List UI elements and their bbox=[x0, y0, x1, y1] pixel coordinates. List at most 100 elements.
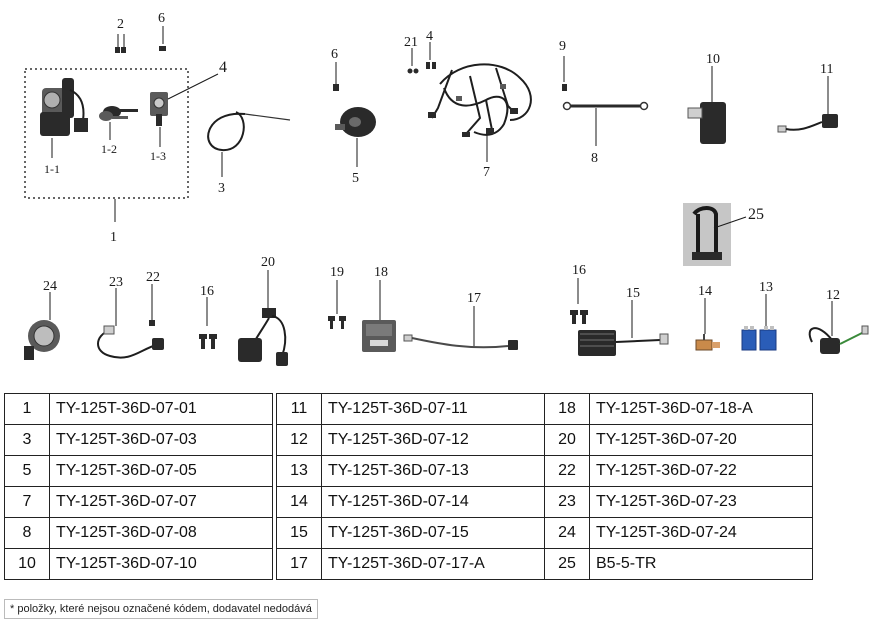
part-code: TY-125T-36D-07-20 bbox=[589, 424, 813, 456]
fuses-part bbox=[741, 326, 777, 351]
callout-1: 1 bbox=[110, 230, 117, 245]
callout-22: 22 bbox=[146, 270, 160, 285]
callout-13: 13 bbox=[759, 280, 773, 295]
callout-1-3: 1-3 bbox=[150, 149, 166, 163]
part-code: TY-125T-36D-07-23 bbox=[589, 486, 813, 518]
ignition-keys-part bbox=[99, 106, 138, 121]
temp-sensor-part bbox=[695, 334, 720, 351]
item-number: 3 bbox=[4, 424, 50, 456]
table-row: 3 TY-125T-36D-07-03 12 TY-125T-36D-07-12… bbox=[4, 424, 813, 456]
screw-item-6-right bbox=[333, 62, 339, 91]
item-number: 15 bbox=[276, 517, 322, 549]
table-row: 8 TY-125T-36D-07-08 15 TY-125T-36D-07-15… bbox=[4, 517, 813, 549]
item-number: 24 bbox=[544, 517, 590, 549]
callout-19: 19 bbox=[330, 265, 344, 280]
switch-part-12 bbox=[808, 325, 869, 354]
ground-strap-part bbox=[562, 101, 649, 111]
callout-15: 15 bbox=[626, 286, 640, 301]
screw-item-9 bbox=[562, 56, 567, 91]
callout-21: 21 bbox=[404, 35, 418, 50]
callout-9: 9 bbox=[559, 39, 566, 54]
part-code: TY-125T-36D-07-03 bbox=[49, 424, 273, 456]
seat-cable-part bbox=[207, 111, 291, 152]
callout-12: 12 bbox=[826, 288, 840, 303]
bolts-item-16-left bbox=[199, 297, 217, 349]
part-code: TY-125T-36D-07-24 bbox=[589, 517, 813, 549]
callout-10: 10 bbox=[706, 52, 720, 67]
ignition-switch-part bbox=[40, 78, 88, 136]
relay-part bbox=[687, 102, 726, 144]
seat-lock-part bbox=[150, 92, 168, 126]
callout-3: 3 bbox=[218, 181, 225, 196]
item-number: 14 bbox=[276, 486, 322, 518]
part-code: B5-5-TR bbox=[589, 548, 813, 580]
item-number: 8 bbox=[4, 517, 50, 549]
item-number: 18 bbox=[544, 393, 590, 425]
callout-16-right: 16 bbox=[572, 263, 586, 278]
part-code: TY-125T-36D-07-08 bbox=[49, 517, 273, 549]
callout-4-left: 4 bbox=[219, 59, 227, 76]
table-row: 10 TY-125T-36D-07-10 17 TY-125T-36D-07-1… bbox=[4, 548, 813, 580]
item-number: 25 bbox=[544, 548, 590, 580]
part-code: TY-125T-36D-07-13 bbox=[321, 455, 545, 487]
screw-item-6-left bbox=[159, 26, 166, 51]
exploded-parts-diagram: 1 1-1 1-2 1-3 2 3 4 4 5 6 6 7 8 9 10 11 … bbox=[24, 11, 869, 366]
item-number: 22 bbox=[544, 455, 590, 487]
part-25-photo bbox=[683, 203, 731, 266]
callout-14: 14 bbox=[698, 284, 712, 299]
callout-7: 7 bbox=[483, 165, 490, 180]
switch-part-24 bbox=[24, 320, 60, 360]
callout-4-right: 4 bbox=[426, 29, 433, 44]
part-code: TY-125T-36D-07-17-A bbox=[321, 548, 545, 580]
item-number: 11 bbox=[276, 393, 322, 425]
item-number: 23 bbox=[544, 486, 590, 518]
part-code: TY-125T-36D-07-05 bbox=[49, 455, 273, 487]
item-number: 20 bbox=[544, 424, 590, 456]
clips-item-21 bbox=[407, 48, 419, 74]
callout-6-left: 6 bbox=[158, 11, 165, 26]
supplier-footnote: * položky, které nejsou označené kódem, … bbox=[4, 599, 318, 619]
bolts-item-19 bbox=[328, 280, 346, 329]
item-number: 10 bbox=[4, 548, 50, 580]
callout-16-left: 16 bbox=[200, 284, 214, 299]
callout-24: 24 bbox=[43, 279, 57, 294]
part-code: TY-125T-36D-07-11 bbox=[321, 393, 545, 425]
part-code: TY-125T-36D-07-18-A bbox=[589, 393, 813, 425]
part-code: TY-125T-36D-07-10 bbox=[49, 548, 273, 580]
ignition-kit-frame bbox=[24, 68, 189, 199]
item-number: 13 bbox=[276, 455, 322, 487]
table-row: 1 TY-125T-36D-07-01 11 TY-125T-36D-07-11… bbox=[4, 393, 813, 425]
callout-1-1: 1-1 bbox=[44, 162, 60, 176]
ignition-coil-part bbox=[238, 270, 288, 366]
part-code: TY-125T-36D-07-14 bbox=[321, 486, 545, 518]
part-code: TY-125T-36D-07-12 bbox=[321, 424, 545, 456]
sensor-part-11 bbox=[777, 114, 838, 133]
parts-code-table: 1 TY-125T-36D-07-01 11 TY-125T-36D-07-11… bbox=[4, 393, 813, 580]
cdi-unit-part bbox=[362, 320, 396, 352]
item-number: 17 bbox=[276, 548, 322, 580]
part-code: TY-125T-36D-07-15 bbox=[321, 517, 545, 549]
callout-1-2: 1-2 bbox=[101, 142, 117, 156]
callout-8: 8 bbox=[591, 151, 598, 166]
table-row: 7 TY-125T-36D-07-07 14 TY-125T-36D-07-14… bbox=[4, 486, 813, 518]
part-code: TY-125T-36D-07-22 bbox=[589, 455, 813, 487]
regulator-part bbox=[578, 330, 669, 356]
item-number: 12 bbox=[276, 424, 322, 456]
part-code: TY-125T-36D-07-07 bbox=[49, 486, 273, 518]
horn-part bbox=[335, 107, 376, 137]
callout-6-right: 6 bbox=[331, 47, 338, 62]
bolts-item-2 bbox=[115, 34, 126, 53]
callout-23: 23 bbox=[109, 275, 123, 290]
screws-item-4-right bbox=[426, 42, 436, 69]
part-code: TY-125T-36D-07-01 bbox=[49, 393, 273, 425]
item-number: 5 bbox=[4, 455, 50, 487]
screw-item-22 bbox=[149, 284, 155, 326]
item-number: 1 bbox=[4, 393, 50, 425]
item-number: 7 bbox=[4, 486, 50, 518]
sensor-part-23 bbox=[97, 325, 164, 359]
callout-25: 25 bbox=[748, 206, 764, 223]
wiring-harness-part bbox=[428, 63, 532, 137]
callout-5: 5 bbox=[352, 171, 359, 186]
cable-part-17 bbox=[403, 334, 518, 350]
